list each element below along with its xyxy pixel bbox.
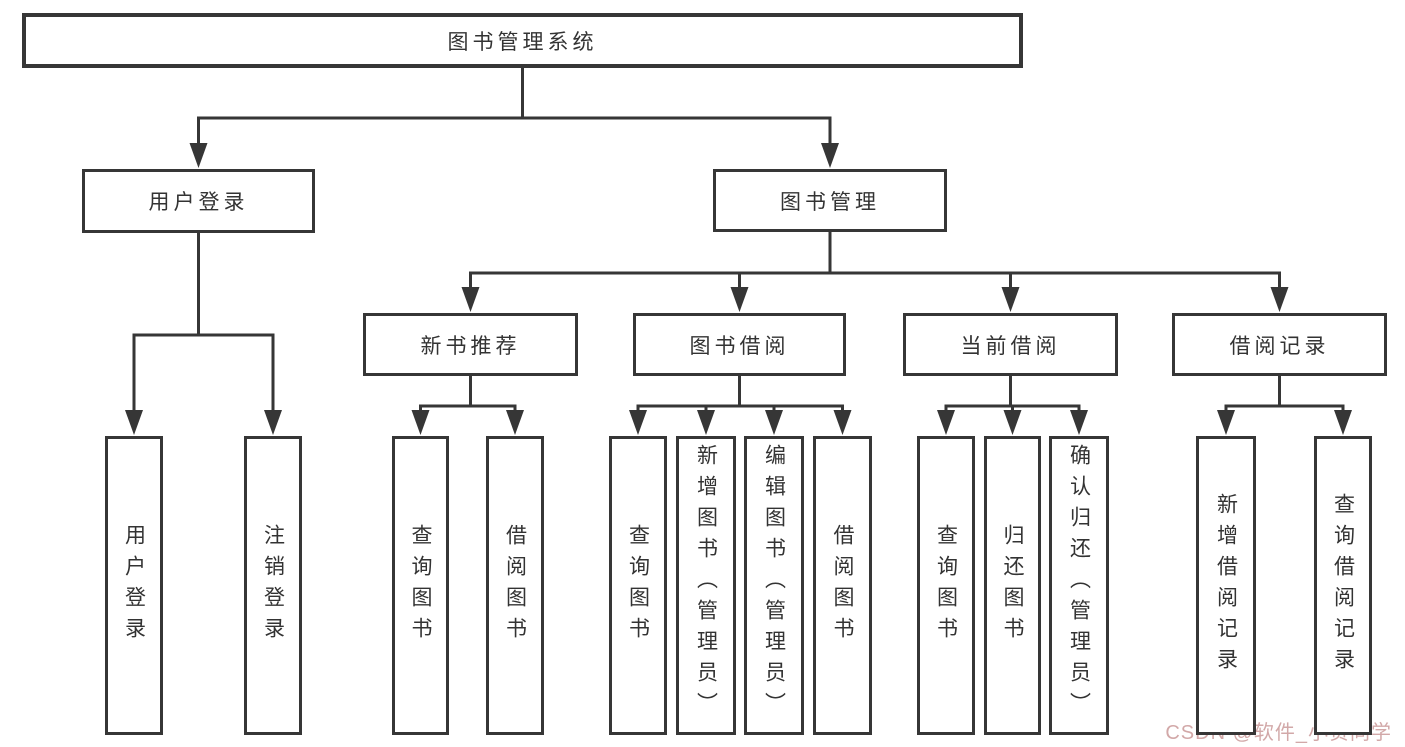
node-new-book-rec: 新书推荐 xyxy=(363,313,578,376)
node-label-new-book-rec: 新书推荐 xyxy=(420,334,521,358)
node-label-leaf-user-login: 用户登录 xyxy=(122,523,146,648)
arrowhead-leaf-query-borrow-record xyxy=(1334,410,1352,435)
node-label-user-login: 用户登录 xyxy=(148,191,249,214)
arrowhead-leaf-edit-books xyxy=(765,410,783,435)
node-label-leaf-query-books-1: 查询图书 xyxy=(409,523,432,648)
node-label-leaf-query-books-3: 查询图书 xyxy=(934,523,958,648)
node-leaf-return-books: 归还图书 xyxy=(984,436,1041,735)
node-label-leaf-confirm-return: 确认归还（管理员） xyxy=(1067,444,1091,723)
node-label-book-borrow: 图书借阅 xyxy=(689,334,790,358)
arrowhead-leaf-confirm-return xyxy=(1070,410,1088,435)
node-current-borrow: 当前借阅 xyxy=(903,313,1118,376)
node-leaf-query-books-2: 查询图书 xyxy=(609,436,667,735)
node-label-leaf-query-books-2: 查询图书 xyxy=(626,523,650,648)
arrowhead-leaf-add-books xyxy=(697,410,715,435)
node-label-leaf-borrow-books-2: 借阅图书 xyxy=(831,523,854,648)
node-label-leaf-query-borrow-record: 查询借阅记录 xyxy=(1331,492,1355,679)
node-leaf-query-books-1: 查询图书 xyxy=(392,436,449,735)
node-label-leaf-edit-books: 编辑图书（管理员） xyxy=(762,444,786,723)
arrowhead-leaf-logout xyxy=(264,410,282,435)
node-leaf-logout: 注销登录 xyxy=(244,436,302,735)
arrowhead-leaf-borrow-books-2 xyxy=(833,410,852,435)
arrowhead-leaf-query-books-2 xyxy=(629,410,647,435)
node-leaf-edit-books: 编辑图书（管理员） xyxy=(744,436,804,735)
node-user-login: 用户登录 xyxy=(82,169,315,233)
node-leaf-query-books-3: 查询图书 xyxy=(917,436,975,735)
node-leaf-add-borrow-record: 新增借阅记录 xyxy=(1196,436,1256,735)
node-label-borrow-records: 借阅记录 xyxy=(1229,334,1330,358)
arrowhead-leaf-query-books-3 xyxy=(937,410,955,435)
node-book-borrow: 图书借阅 xyxy=(633,313,846,376)
node-label-book-mgmt: 图书管理 xyxy=(780,190,880,214)
arrowhead-user-login xyxy=(189,143,208,168)
node-leaf-query-borrow-record: 查询借阅记录 xyxy=(1314,436,1372,735)
node-label-root: 图书管理系统 xyxy=(447,30,598,54)
arrowhead-leaf-user-login xyxy=(125,410,143,435)
arrowhead-leaf-add-borrow-record xyxy=(1217,410,1235,435)
arrowhead-book-mgmt xyxy=(821,143,839,168)
arrowhead-borrow-records xyxy=(1270,287,1289,312)
node-leaf-confirm-return: 确认归还（管理员） xyxy=(1049,436,1109,735)
node-label-current-borrow: 当前借阅 xyxy=(960,334,1061,358)
arrowhead-leaf-borrow-books-1 xyxy=(506,410,524,435)
node-borrow-records: 借阅记录 xyxy=(1172,313,1387,376)
node-leaf-add-books: 新增图书（管理员） xyxy=(676,436,736,735)
node-label-leaf-add-borrow-record: 新增借阅记录 xyxy=(1214,492,1238,679)
arrowhead-leaf-query-books-1 xyxy=(411,410,430,435)
arrowhead-current-borrow xyxy=(1001,287,1020,312)
node-root: 图书管理系统 xyxy=(22,13,1023,68)
arrowhead-book-borrow xyxy=(730,287,749,312)
node-label-leaf-return-books: 归还图书 xyxy=(1001,523,1024,648)
arrowhead-leaf-return-books xyxy=(1003,410,1022,435)
node-leaf-user-login: 用户登录 xyxy=(105,436,163,735)
node-leaf-borrow-books-2: 借阅图书 xyxy=(813,436,872,735)
node-book-mgmt: 图书管理 xyxy=(713,169,947,232)
node-label-leaf-borrow-books-1: 借阅图书 xyxy=(503,523,527,648)
node-label-leaf-logout: 注销登录 xyxy=(261,523,285,648)
arrowhead-new-book-rec xyxy=(461,287,480,312)
node-label-leaf-add-books: 新增图书（管理员） xyxy=(694,444,718,723)
node-leaf-borrow-books-1: 借阅图书 xyxy=(486,436,544,735)
